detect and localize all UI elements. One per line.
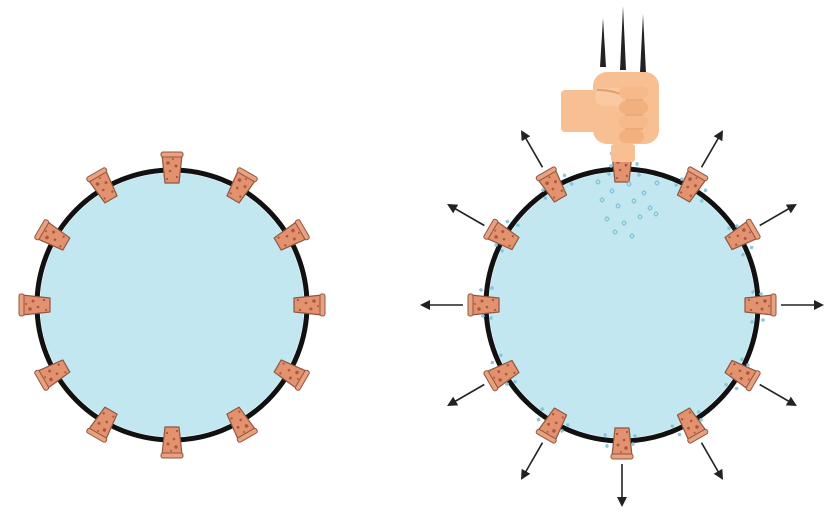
cork-10 bbox=[18, 293, 51, 317]
cork-2 bbox=[674, 166, 709, 203]
pressure-droplets bbox=[595, 179, 660, 239]
cork-5 bbox=[724, 357, 761, 392]
cork-5 bbox=[273, 359, 310, 391]
left-sphere-diagram bbox=[18, 151, 326, 459]
outward-arrow-8 bbox=[521, 442, 544, 480]
cork-12 bbox=[86, 167, 118, 204]
fist-icon bbox=[561, 72, 659, 162]
cork-9 bbox=[483, 353, 520, 392]
cork-1 bbox=[160, 151, 184, 184]
cork-7 bbox=[160, 426, 184, 459]
cork-3 bbox=[724, 218, 761, 257]
outward-arrow-6 bbox=[700, 442, 723, 480]
cork-4 bbox=[293, 293, 326, 317]
motion-lines-icon bbox=[600, 6, 646, 73]
cork-8 bbox=[535, 407, 570, 444]
cork-4 bbox=[744, 290, 777, 324]
cork-9 bbox=[34, 359, 71, 391]
cork-2 bbox=[226, 167, 258, 204]
outward-arrow-11 bbox=[447, 204, 485, 227]
cork-6 bbox=[670, 407, 709, 444]
outward-arrow-5 bbox=[759, 383, 797, 407]
outward-arrow-9 bbox=[447, 383, 485, 406]
cork-10 bbox=[467, 286, 500, 320]
cork-12 bbox=[535, 166, 574, 203]
cork-11 bbox=[483, 218, 520, 253]
cork-6 bbox=[226, 406, 258, 443]
cork-7 bbox=[603, 427, 637, 460]
left-fluid-sphere bbox=[40, 173, 304, 437]
cork-8 bbox=[86, 406, 118, 443]
cork-3 bbox=[273, 219, 310, 251]
outward-arrow-12 bbox=[520, 130, 544, 168]
cork-11 bbox=[34, 219, 71, 251]
outward-arrow-2 bbox=[700, 130, 724, 168]
right-sphere-diagram bbox=[420, 6, 824, 507]
right-fluid-sphere bbox=[489, 172, 755, 438]
outward-arrow-3 bbox=[759, 203, 797, 227]
